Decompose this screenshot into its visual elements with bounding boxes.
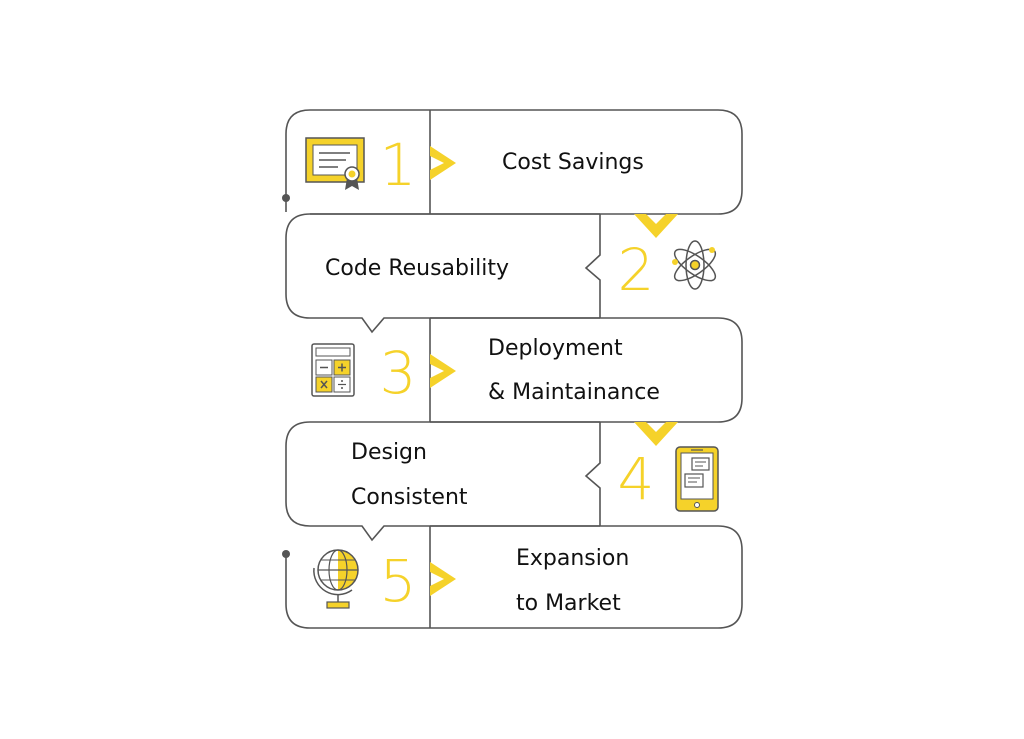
atom-icon bbox=[672, 240, 717, 290]
calculator-icon bbox=[311, 343, 355, 397]
step-3-box bbox=[430, 317, 743, 423]
step-label: Code Reusability bbox=[325, 256, 509, 281]
connector-frame bbox=[285, 109, 743, 629]
step-number: 4 bbox=[618, 445, 655, 513]
step-2-divider bbox=[584, 214, 601, 318]
step-labels: Cost Savings Code Reusability Deployment… bbox=[325, 150, 660, 616]
chevron-down-icon bbox=[634, 422, 678, 446]
step-number: 2 bbox=[618, 236, 655, 304]
step-4-divider bbox=[584, 422, 601, 526]
step-numbers: 1 2 3 4 5 bbox=[380, 131, 655, 615]
certificate-icon bbox=[305, 137, 365, 190]
start-dot bbox=[282, 194, 290, 202]
chevron-right-icon bbox=[430, 146, 456, 180]
step-2-box bbox=[285, 213, 600, 334]
step-number: 3 bbox=[380, 339, 417, 407]
chevron-markers bbox=[430, 146, 678, 596]
step-label: Consistent bbox=[351, 485, 468, 510]
step-label: & Maintainance bbox=[488, 380, 660, 405]
globe-icon bbox=[313, 549, 359, 609]
step-label: Deployment bbox=[488, 336, 623, 361]
step-number: 5 bbox=[380, 547, 417, 615]
step-label: Design bbox=[351, 440, 427, 465]
step-5-box bbox=[285, 525, 743, 629]
step-label: Expansion bbox=[516, 546, 629, 571]
step-4-box bbox=[285, 421, 600, 542]
step-number: 1 bbox=[380, 131, 417, 199]
mobile-chat-icon bbox=[675, 446, 719, 512]
step-1-box bbox=[285, 109, 743, 215]
chevron-down-icon bbox=[634, 214, 678, 238]
end-dot bbox=[282, 550, 290, 558]
step-label: Cost Savings bbox=[502, 150, 644, 175]
chevron-right-icon bbox=[430, 354, 456, 388]
step-label: to Market bbox=[516, 591, 621, 616]
chevron-right-icon bbox=[430, 562, 456, 596]
